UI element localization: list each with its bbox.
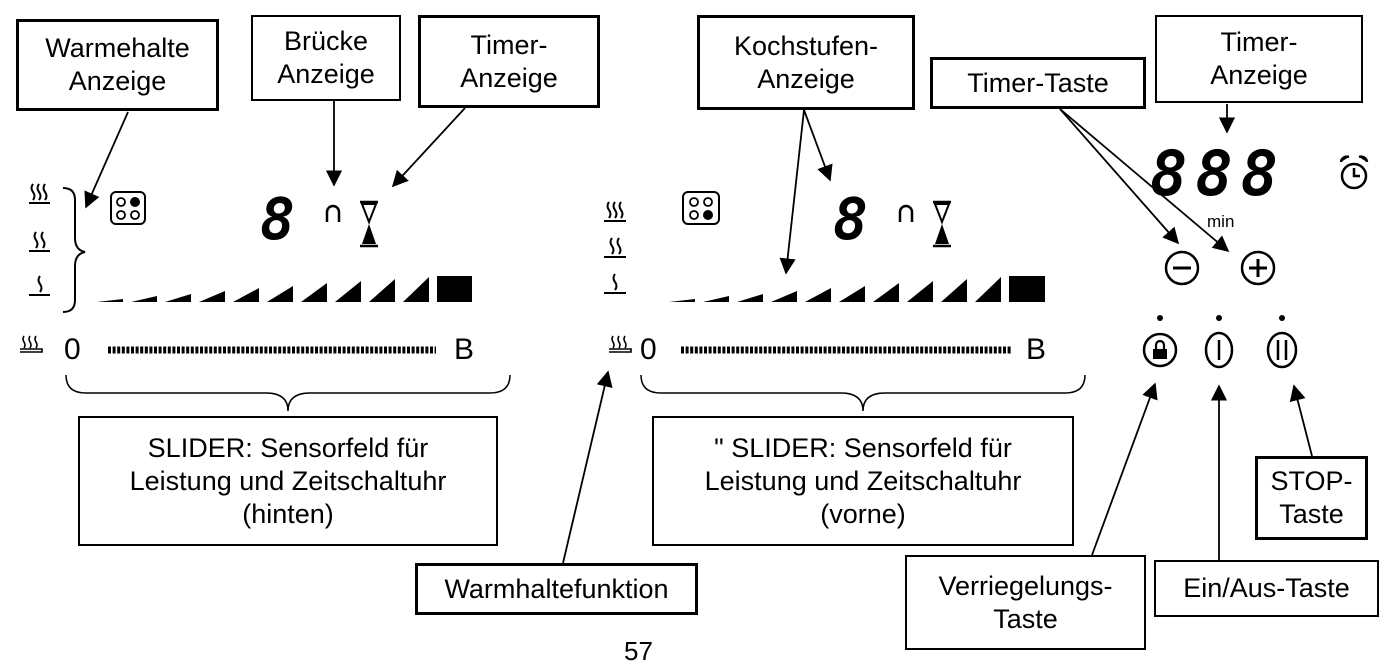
label-verriegelungs-taste: Verriegelungs- Taste — [905, 555, 1146, 650]
label-slider-vorne: " SLIDER: Sensorfeld für Leistung und Ze… — [652, 416, 1074, 546]
min-unit-label: min — [1207, 212, 1235, 231]
power-bars-left — [97, 276, 472, 302]
cooking-zone-icon-left — [110, 191, 146, 225]
label-kochstufen-anzeige: Kochstufen- Anzeige — [697, 15, 915, 110]
keep-warm-icon-middle — [609, 335, 632, 353]
lock-button — [1142, 332, 1178, 368]
arrow-kochstufen-1 — [779, 109, 805, 275]
slider-start-label-middle: 0 — [640, 333, 657, 366]
arrow-timer-left — [391, 107, 466, 188]
label-warmehalte-anzeige: Warmehalte Anzeige — [16, 19, 219, 111]
arrow-timer-taste-2 — [1059, 108, 1230, 253]
arrow-warmehalte — [84, 111, 129, 209]
label-bruecke-anzeige: Brücke Anzeige — [251, 15, 401, 101]
slider-end-label-left: B — [454, 333, 475, 366]
arrow-timer-taste-1 — [1059, 108, 1180, 245]
arrow-kochstufen-2 — [803, 109, 833, 182]
power-button — [1204, 331, 1234, 369]
power-bars-middle — [669, 276, 1045, 302]
label-ein-aus-taste: Ein/Aus-Taste — [1154, 560, 1379, 617]
power-level-display-left: 8 — [260, 185, 295, 253]
power-level-display-middle: 8 — [833, 185, 868, 253]
label-warmhaltefunktion: Warmhaltefunktion — [415, 563, 698, 615]
hourglass-icon-middle — [933, 200, 951, 248]
label-slider-hinten: SLIDER: Sensorfeld für Leistung und Zeit… — [78, 416, 498, 546]
keep-warm-icon-left — [20, 335, 43, 353]
label-stop-taste: STOP- Taste — [1255, 456, 1368, 540]
bridge-symbol-left — [325, 204, 341, 222]
plus-button-ring — [1240, 250, 1276, 286]
hourglass-icon-left — [360, 200, 378, 248]
arrow-verriegelung — [1091, 382, 1158, 556]
label-timer-anzeige-left: Timer- Anzeige — [418, 15, 600, 108]
label-timer-anzeige-right: Timer- Anzeige — [1155, 15, 1363, 103]
heat-level-symbols-middle — [604, 201, 626, 294]
stop-button — [1266, 331, 1298, 369]
minus-button-ring — [1164, 250, 1200, 286]
alarm-clock-icon — [1339, 155, 1369, 190]
bracket-left — [62, 187, 86, 313]
cooking-zone-icon-middle — [682, 191, 720, 225]
heat-level-symbols-left — [29, 183, 50, 296]
brace-left — [65, 374, 511, 412]
slider-start-label-left: 0 — [64, 333, 81, 366]
slider-end-label-middle: B — [1026, 333, 1047, 366]
arrow-warmhaltefunktion — [562, 370, 613, 564]
timer-display: 888 — [1150, 137, 1286, 210]
arrow-stop — [1289, 384, 1313, 457]
brace-middle — [640, 374, 1086, 412]
bridge-symbol-middle — [898, 204, 914, 222]
label-timer-taste: Timer-Taste — [930, 57, 1146, 109]
page-number: 57 — [624, 636, 653, 666]
